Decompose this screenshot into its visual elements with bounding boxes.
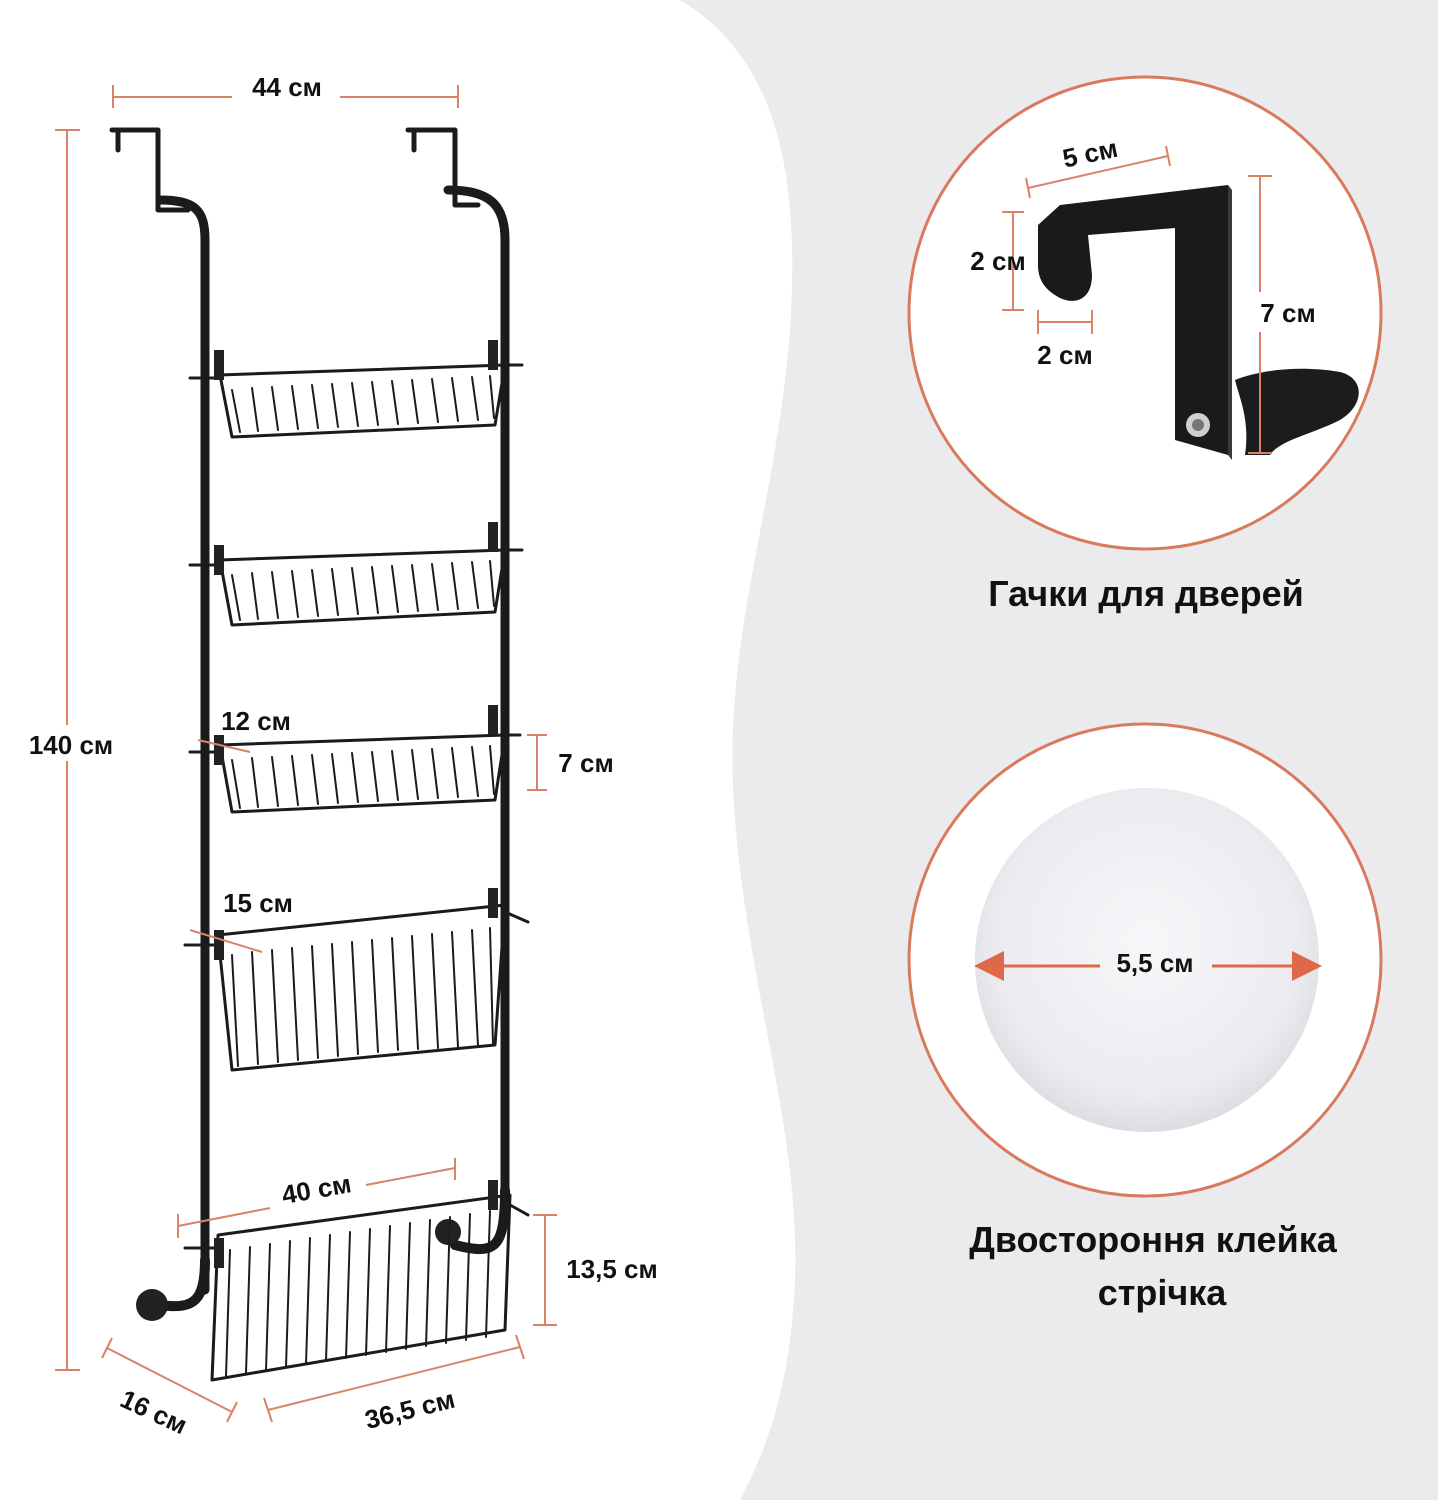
- hook-gap-width-label: 2 см: [1037, 340, 1092, 370]
- dimension-15: 15 см: [189, 888, 293, 953]
- dimension-16: 16 см: [101, 1337, 238, 1440]
- rack-width-label: 44 см: [252, 72, 322, 102]
- basket-bottom-height-label: 13,5 см: [566, 1254, 658, 1284]
- door-rack-drawing: [109, 127, 530, 1382]
- dimension-7: 7 см: [527, 734, 614, 791]
- dimension-140: 140 см: [20, 129, 124, 1371]
- basket-1: [188, 340, 524, 439]
- basket-small-height-label: 7 см: [558, 748, 613, 778]
- hook-shape: [1038, 185, 1228, 455]
- tape-detail: 5,5 см: [907, 722, 1383, 1198]
- base-depth-label: 16 см: [116, 1383, 192, 1440]
- basket-small-depth-label: 12 см: [221, 706, 291, 736]
- basket-bottom-width-label: 40 см: [279, 1168, 353, 1210]
- hook-detail: 5 см 2 см 2 см 7 см: [907, 75, 1383, 551]
- basket-5: [183, 1180, 530, 1382]
- rack-height-label: 140 см: [29, 730, 113, 760]
- dimension-13-5: 13,5 см: [533, 1214, 658, 1326]
- tape-caption-line2: стрічка: [1098, 1272, 1228, 1313]
- basket-2: [188, 522, 524, 627]
- hook-height-label: 7 см: [1260, 298, 1315, 328]
- tape-caption-line1: Двостороння клейка: [969, 1219, 1337, 1260]
- tape-disc: [975, 788, 1319, 1132]
- dimension-44: 44 см: [112, 72, 459, 108]
- dimension-36-5: 36,5 см: [263, 1334, 525, 1439]
- hook-caption: Гачки для дверей: [988, 573, 1304, 614]
- tape-diameter-label: 5,5 см: [1116, 948, 1193, 978]
- dimension-40: 40 см: [177, 1158, 456, 1238]
- basket-mid-depth-label: 15 см: [223, 888, 293, 918]
- dimension-12: 12 см: [197, 706, 291, 753]
- hook-lip-height-label: 2 см: [970, 246, 1025, 276]
- basket-4: [183, 888, 530, 1072]
- basket-3: [188, 705, 522, 814]
